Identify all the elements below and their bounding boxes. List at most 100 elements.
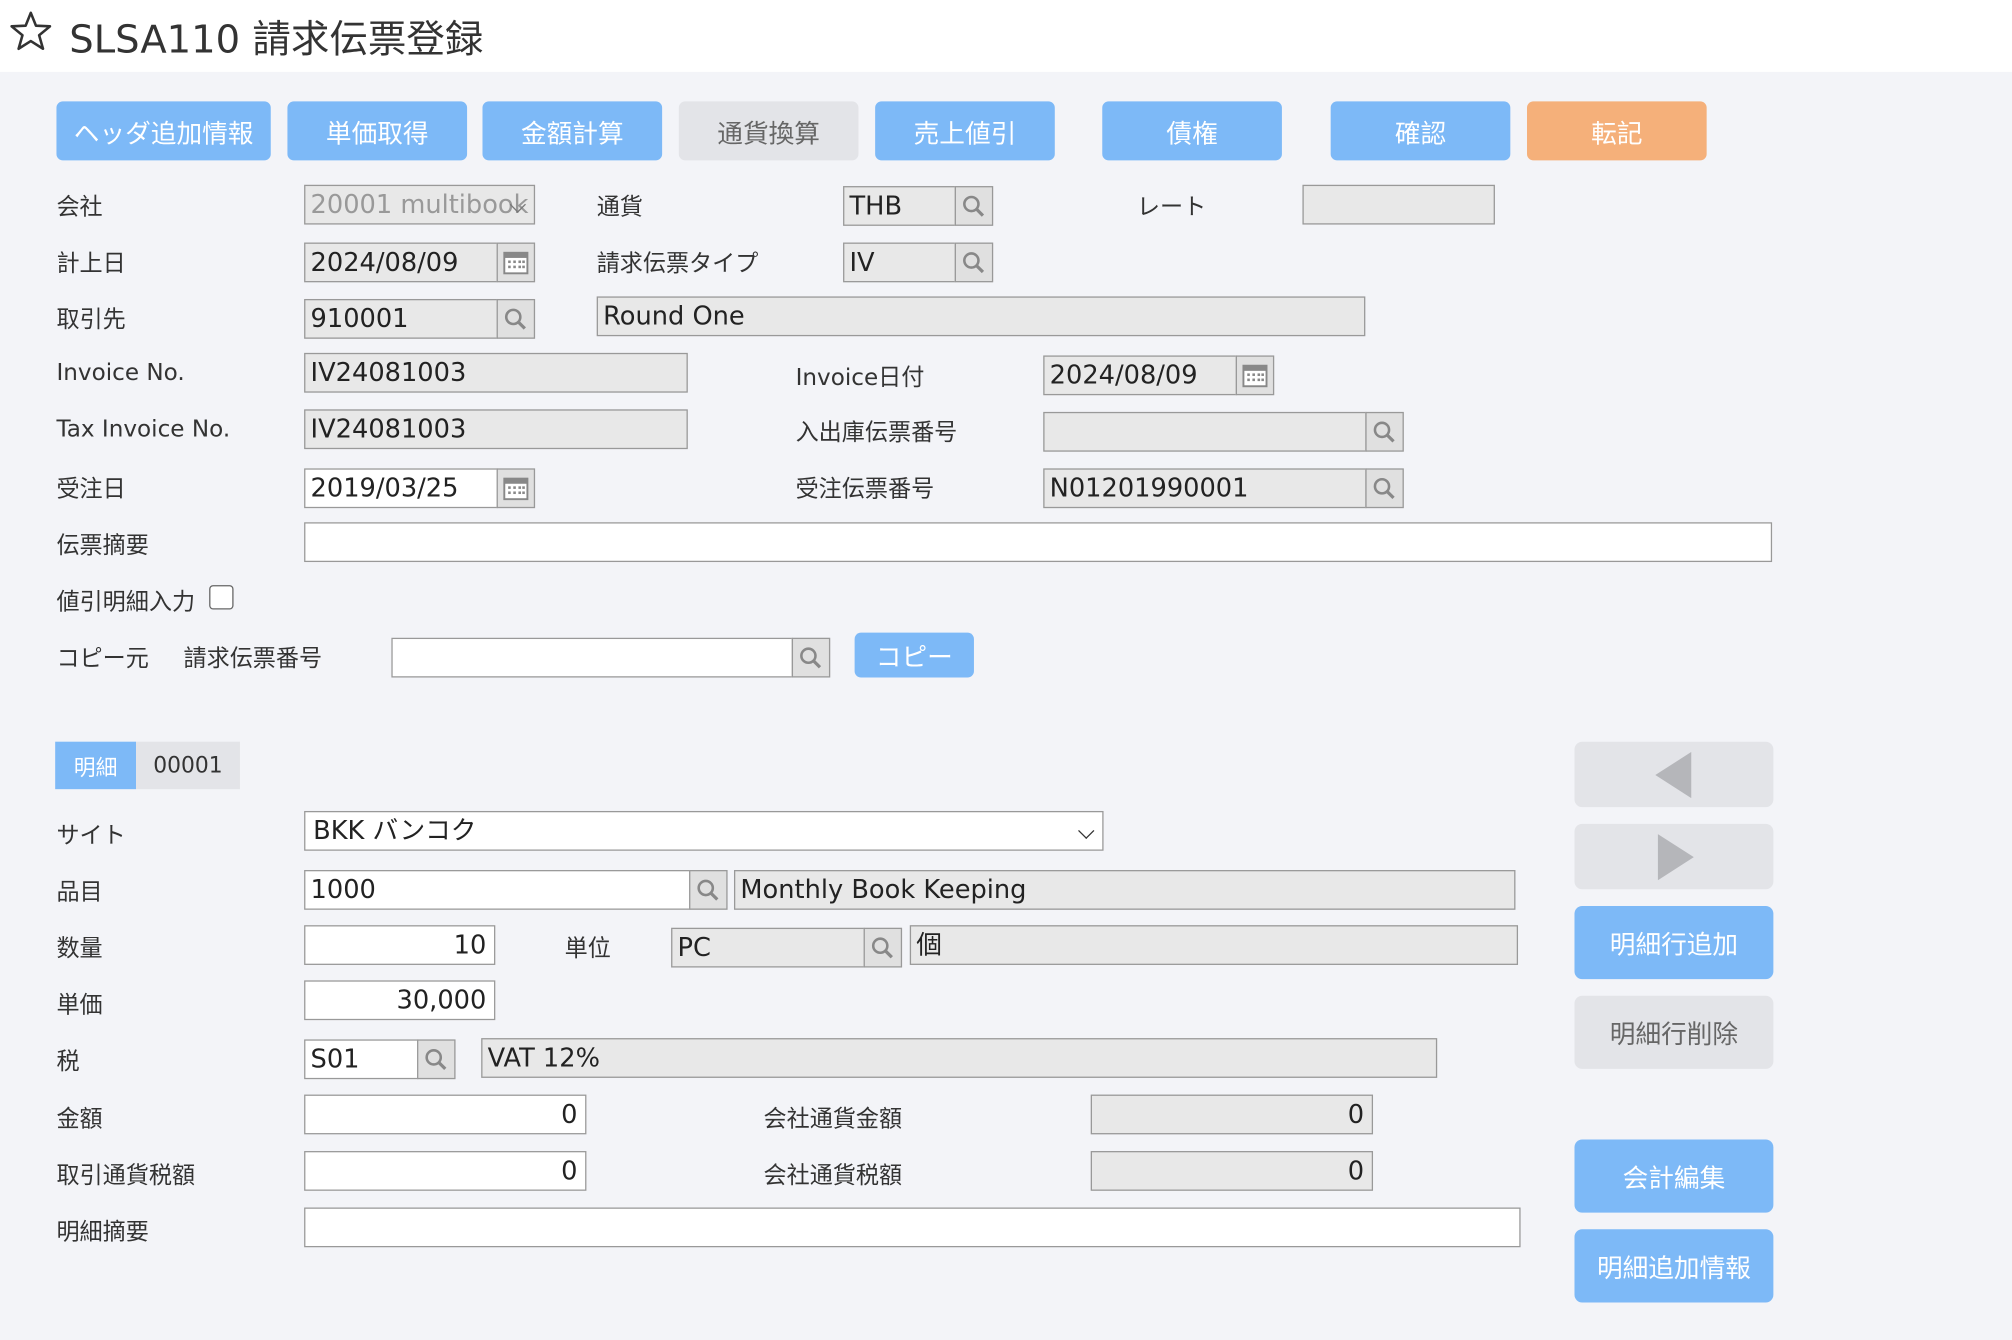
discount-detail-checkbox[interactable] [209,585,234,610]
invoice-date-field[interactable]: 2024/08/09 [1043,355,1238,396]
chevron-down-icon [1078,822,1095,840]
item-label: 品目 [56,878,103,906]
partner-label: 取引先 [56,306,126,334]
tax-invoice-no-label: Tax Invoice No. [56,415,231,443]
page-title: SLSA110 請求伝票登録 [69,17,484,63]
currency-field[interactable]: THB [843,186,956,226]
unit-name-field: 個 [909,925,1519,965]
tax-code-field[interactable]: S01 [304,1039,419,1080]
transaction-tax-label: 取引通貨税額 [56,1162,196,1190]
order-date-calendar-button[interactable] [496,468,536,509]
unit-code-field[interactable]: PC [671,927,865,968]
calculate-amount-button[interactable]: 金額計算 [482,101,663,161]
item-code-field[interactable]: 1000 [304,870,691,910]
copy-from-label: コピー元 [56,645,149,673]
item-name-field: Monthly Book Keeping [733,870,1516,910]
add-line-button[interactable]: 明細行追加 [1574,905,1774,980]
quantity-field[interactable]: 10 [304,925,496,965]
tax-label: 税 [56,1048,80,1076]
search-icon [425,1048,447,1070]
currency-conversion-button[interactable]: 通貨換算 [678,101,859,161]
receivables-button[interactable]: 債権 [1102,101,1282,161]
posting-date-calendar-button[interactable] [496,242,536,283]
partner-code-field[interactable]: 910001 [304,298,498,339]
tax-search-button[interactable] [417,1039,456,1080]
search-icon [1373,420,1395,442]
rate-field [1302,184,1495,225]
copy-invoice-no-field[interactable] [391,637,794,678]
company-select-value: 20001 multibook [310,188,529,220]
search-icon [697,878,719,901]
company-amount-label: 会社通貨金額 [763,1106,903,1134]
tax-name-field: VAT 12% [481,1038,1438,1078]
copy-invoice-no-label: 請求伝票番号 [183,645,323,673]
currency-label: 通貨 [596,193,643,221]
posting-date-label: 計上日 [56,250,126,278]
io-slip-no-field[interactable] [1043,411,1367,452]
post-button[interactable]: 転記 [1527,101,1707,161]
get-unit-price-button[interactable]: 単価取得 [287,101,468,161]
copy-button[interactable]: コピー [854,632,974,678]
amount-label: 金額 [56,1106,103,1134]
search-icon [963,251,985,273]
tax-invoice-no-field: IV24081003 [304,409,688,450]
summary-field[interactable] [304,522,1773,563]
calendar-icon [503,251,529,274]
detail-memo-field[interactable] [304,1207,1521,1248]
invoice-no-label: Invoice No. [56,359,185,387]
invoice-type-field[interactable]: IV [843,242,956,283]
posting-date-field[interactable]: 2024/08/09 [304,242,498,283]
site-select[interactable]: BKK バンコク [304,810,1104,851]
io-slip-search-button[interactable] [1365,411,1404,452]
next-line-button[interactable] [1574,823,1774,890]
accounting-edit-button[interactable]: 会計編集 [1574,1139,1774,1213]
amount-field[interactable]: 0 [304,1094,587,1135]
order-slip-no-label: 受注伝票番号 [795,476,935,504]
item-search-button[interactable] [689,870,728,910]
triangle-right-icon [1657,833,1694,880]
detail-memo-label: 明細摘要 [56,1219,149,1246]
confirm-button[interactable]: 確認 [1330,101,1511,161]
unit-price-field[interactable]: 30,000 [304,980,496,1021]
invoice-type-label: 請求伝票タイプ [596,250,759,278]
company-select[interactable]: 20001 multibook [304,184,536,225]
unit-search-button[interactable] [863,927,903,968]
detail-tab[interactable]: 明細 [55,741,137,790]
site-label: サイト [56,822,126,850]
search-icon [963,195,985,217]
invoice-type-search-button[interactable] [954,242,994,283]
order-slip-search-button[interactable] [1365,468,1404,509]
unit-label: 単位 [564,935,611,963]
company-tax-field: 0 [1090,1151,1374,1191]
io-slip-no-label: 入出庫伝票番号 [795,419,958,447]
detail-additional-info-button[interactable]: 明細追加情報 [1574,1229,1774,1303]
copy-invoice-search-button[interactable] [791,637,831,678]
search-icon [800,646,822,668]
currency-search-button[interactable] [954,186,994,226]
partner-name-field: Round One [596,296,1366,337]
previous-line-button[interactable] [1574,741,1774,808]
rate-label: レート [1136,193,1207,221]
invoice-date-calendar-button[interactable] [1235,355,1275,396]
company-label: 会社 [56,193,103,221]
company-tax-label: 会社通貨税額 [763,1162,903,1190]
search-icon [504,307,526,329]
favorite-star-icon[interactable] [10,10,52,51]
transaction-tax-field[interactable]: 0 [304,1151,587,1191]
quantity-label: 数量 [56,935,103,963]
discount-detail-label: 値引明細入力 [56,588,196,616]
site-select-value: BKK バンコク [313,814,477,846]
title-bar: SLSA110 請求伝票登録 [0,0,2012,72]
calendar-icon [503,477,529,500]
sales-discount-button[interactable]: 売上値引 [875,101,1055,161]
partner-search-button[interactable] [496,298,536,339]
header-additional-info-button[interactable]: ヘッダ追加情報 [56,101,271,161]
order-slip-no-field[interactable]: N01201990001 [1043,468,1367,509]
unit-price-label: 単価 [56,991,103,1019]
order-date-field[interactable]: 2019/03/25 [304,468,498,509]
search-icon [871,936,893,958]
search-icon [1373,477,1395,499]
invoice-no-field: IV24081003 [304,352,688,393]
triangle-left-icon [1654,751,1691,798]
delete-line-button[interactable]: 明細行削除 [1574,995,1774,1069]
